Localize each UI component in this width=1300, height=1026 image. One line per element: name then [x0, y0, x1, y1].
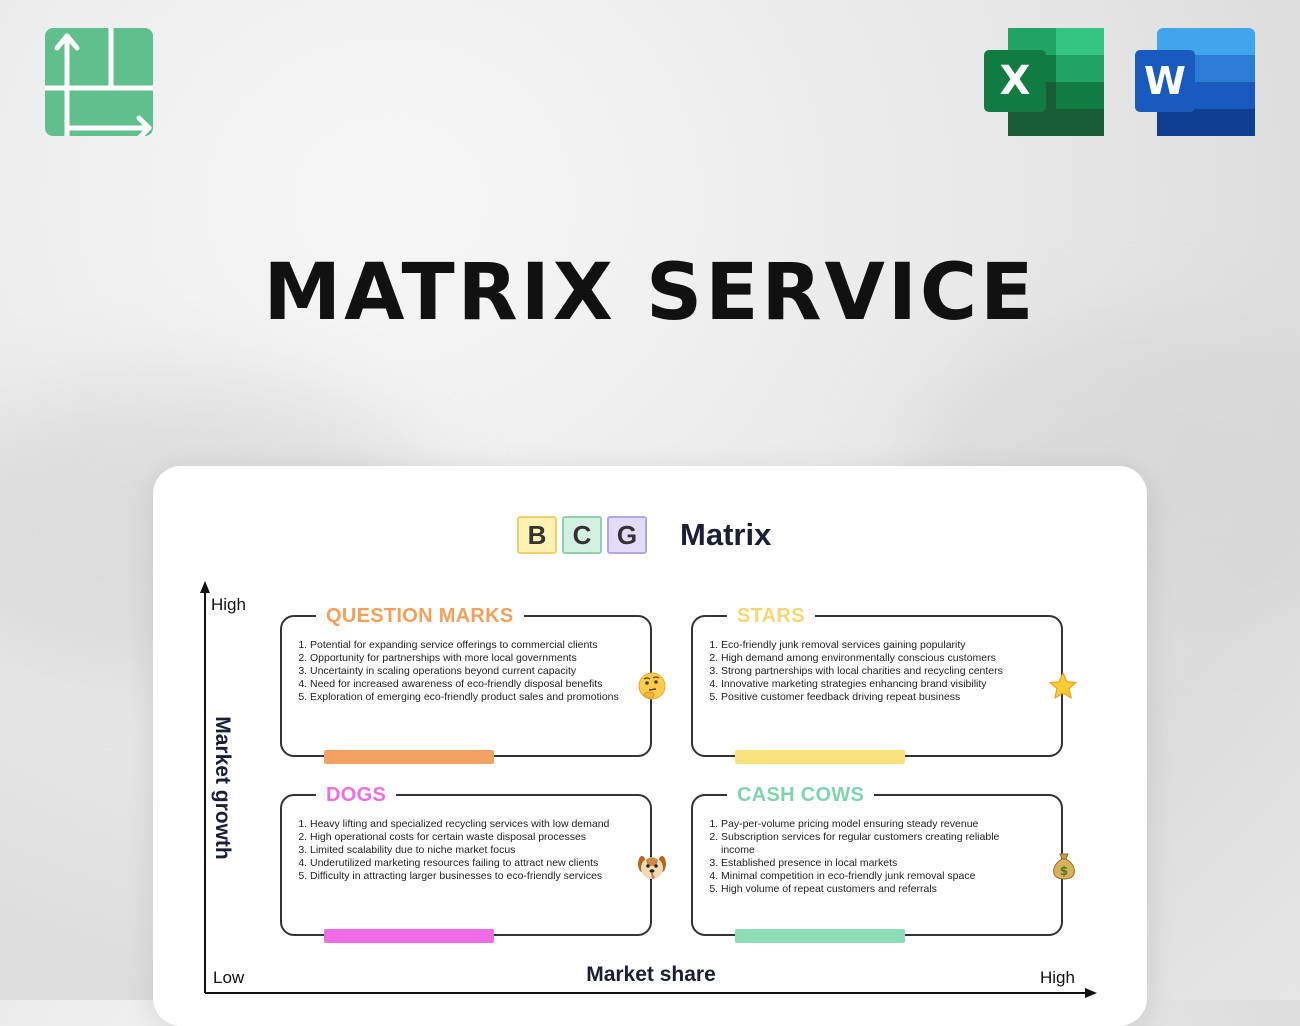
- quadrant-list: Potential for expanding service offering…: [296, 639, 620, 704]
- list-item: Subscription services for regular custom…: [721, 831, 1031, 857]
- y-axis-high-label: High: [211, 595, 246, 614]
- quadrant-title: DOGS: [316, 782, 397, 808]
- quadrant-list: Heavy lifting and specialized recycling …: [296, 818, 620, 883]
- list-item: Minimal competition in eco-friendly junk…: [721, 870, 1031, 883]
- dog-face-icon: [638, 856, 666, 879]
- quadrant-accent-bar: [324, 750, 494, 764]
- matrix-title: B C G Matrix: [517, 516, 771, 554]
- list-item: Exploration of emerging eco-friendly pro…: [310, 691, 620, 704]
- quadrant-list: Pay-per-volume pricing model ensuring st…: [707, 818, 1031, 896]
- list-item: High demand among environmentally consci…: [721, 652, 1031, 665]
- thinking-face-icon: [638, 672, 666, 700]
- quadrant-accent-bar: [735, 929, 905, 943]
- x-axis-low-label: Low: [213, 968, 245, 987]
- brand-grid-logo-icon: [45, 28, 153, 136]
- word-letter: W: [1144, 59, 1186, 103]
- list-item: Difficulty in attracting larger business…: [310, 870, 620, 883]
- list-item: High operational costs for certain waste…: [310, 831, 620, 844]
- list-item: Eco-friendly junk removal services gaini…: [721, 639, 1031, 652]
- x-axis-title: Market share: [586, 963, 716, 986]
- star-icon: [1049, 672, 1077, 699]
- list-item: Need for increased awareness of eco-frie…: [310, 678, 620, 691]
- matrix-word: Matrix: [680, 517, 772, 552]
- quadrant-title: QUESTION MARKS: [316, 603, 524, 629]
- list-item: High volume of repeat customers and refe…: [721, 883, 1031, 896]
- letter-box-g: G: [607, 516, 647, 554]
- quadrant-list: Eco-friendly junk removal services gaini…: [707, 639, 1031, 704]
- page-title: MATRIX SERVICE: [263, 248, 1037, 338]
- list-item: Underutilized marketing resources failin…: [310, 857, 620, 870]
- svg-text:$: $: [1060, 864, 1068, 878]
- excel-letter: X: [1000, 58, 1031, 104]
- quadrant-accent-bar: [324, 929, 494, 943]
- word-icon: W: [1135, 28, 1255, 136]
- money-bag-icon: $: [1053, 853, 1075, 880]
- quadrant-stars: STARS Eco-friendly junk removal services…: [691, 603, 1077, 764]
- quadrant-title: CASH COWS: [727, 782, 875, 808]
- list-item: Positive customer feedback driving repea…: [721, 691, 1031, 704]
- list-item: Uncertainty in scaling operations beyond…: [310, 665, 620, 678]
- list-item: Heavy lifting and specialized recycling …: [310, 818, 620, 831]
- y-axis-title: Market growth: [211, 716, 234, 860]
- quadrant-accent-bar: [735, 750, 905, 764]
- list-item: Pay-per-volume pricing model ensuring st…: [721, 818, 1031, 831]
- list-item: Established presence in local markets: [721, 857, 1031, 870]
- list-item: Strong partnerships with local charities…: [721, 665, 1031, 678]
- letter-box-b: B: [517, 516, 557, 554]
- list-item: Potential for expanding service offering…: [310, 639, 620, 652]
- quadrant-title: STARS: [727, 603, 815, 629]
- list-item: Innovative marketing strategies enhancin…: [721, 678, 1031, 691]
- quadrant-question-marks: QUESTION MARKS Potential for expanding s…: [280, 603, 666, 764]
- list-item: Opportunity for partnerships with more l…: [310, 652, 620, 665]
- list-item: Limited scalability due to niche market …: [310, 844, 620, 857]
- quadrant-dogs: DOGS Heavy lifting and specialized recyc…: [280, 782, 666, 943]
- letter-box-c: C: [562, 516, 602, 554]
- quadrant-cash-cows: CASH COWS Pay-per-volume pricing model e…: [691, 782, 1075, 943]
- excel-icon: X: [984, 28, 1104, 136]
- x-axis-high-label: High: [1040, 968, 1075, 987]
